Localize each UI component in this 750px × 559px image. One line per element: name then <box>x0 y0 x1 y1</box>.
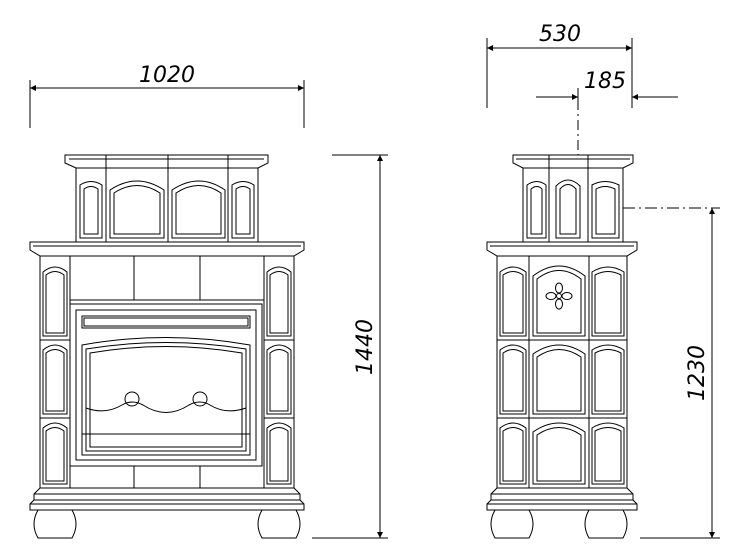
side-view <box>486 38 720 539</box>
side-depth-label: 530 <box>539 22 581 47</box>
front-height-label: 1440 <box>353 319 378 375</box>
side-cornice <box>486 241 638 257</box>
side-height-dimension <box>623 207 720 539</box>
side-body <box>496 255 628 489</box>
side-offset-label: 185 <box>584 69 626 94</box>
front-body <box>39 255 295 489</box>
front-width-label: 1020 <box>139 63 195 88</box>
front-height-dimension <box>312 154 388 539</box>
side-crown <box>512 154 634 243</box>
side-offset-dimension <box>536 88 678 155</box>
side-foot-right <box>584 509 628 539</box>
front-view <box>29 80 388 539</box>
side-base <box>486 487 638 539</box>
front-base <box>29 487 305 539</box>
front-foot-left <box>33 509 77 539</box>
front-foot-right <box>257 509 301 539</box>
front-crown <box>64 154 269 243</box>
side-foot-left <box>490 509 534 539</box>
front-width-dimension <box>29 80 305 128</box>
front-cornice <box>29 241 305 257</box>
side-height-label: 1230 <box>685 345 710 401</box>
flower-ornament <box>545 282 573 310</box>
front-fire-door <box>69 303 263 467</box>
